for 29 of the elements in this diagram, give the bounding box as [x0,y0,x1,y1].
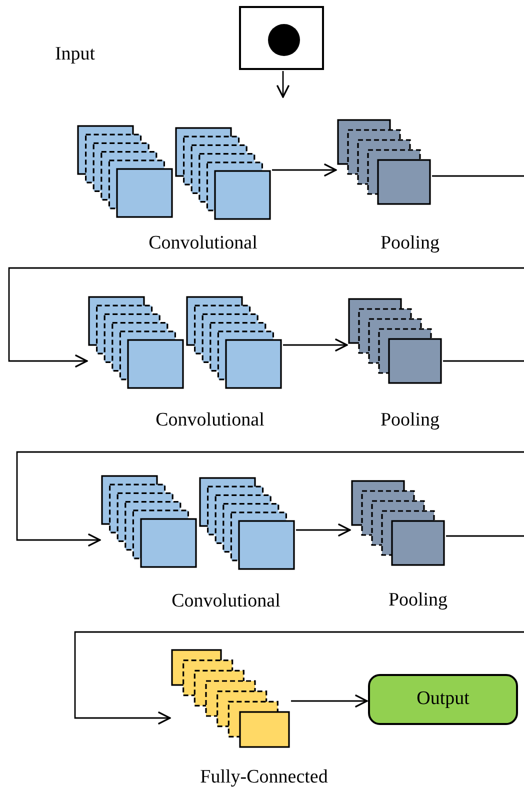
layer-label: Fully-Connected [200,768,328,786]
picture [239,6,324,70]
layer-label: Pooling [380,234,440,252]
arrow [74,535,524,725]
layer-label: Pooling [388,590,448,610]
feature-map-stack [171,649,290,748]
feature-map-stack [175,127,271,219]
arrow [291,694,368,708]
feature-map-stack [101,475,197,568]
arrow [8,175,524,368]
feature-map-stack [186,296,282,389]
feature-map-stack [337,119,431,205]
layer-label: Convolutional [148,234,258,252]
feature-map-stack [77,125,173,218]
layer-label: Convolutional [156,410,264,430]
feature-map-stack [199,477,295,570]
layer-label: Pooling [380,410,440,430]
feature-map-stack [88,296,184,389]
arrow [283,338,348,352]
arrow [296,523,351,537]
layer-label: Input [54,44,96,64]
arrow [272,163,337,177]
layer-label: Convolutional [172,592,280,610]
arrow [276,71,290,98]
feature-map-stack [351,480,445,566]
feature-map-stack [348,298,442,384]
output-box [368,674,518,725]
node-label: Output [416,687,470,712]
arrow [16,360,524,547]
